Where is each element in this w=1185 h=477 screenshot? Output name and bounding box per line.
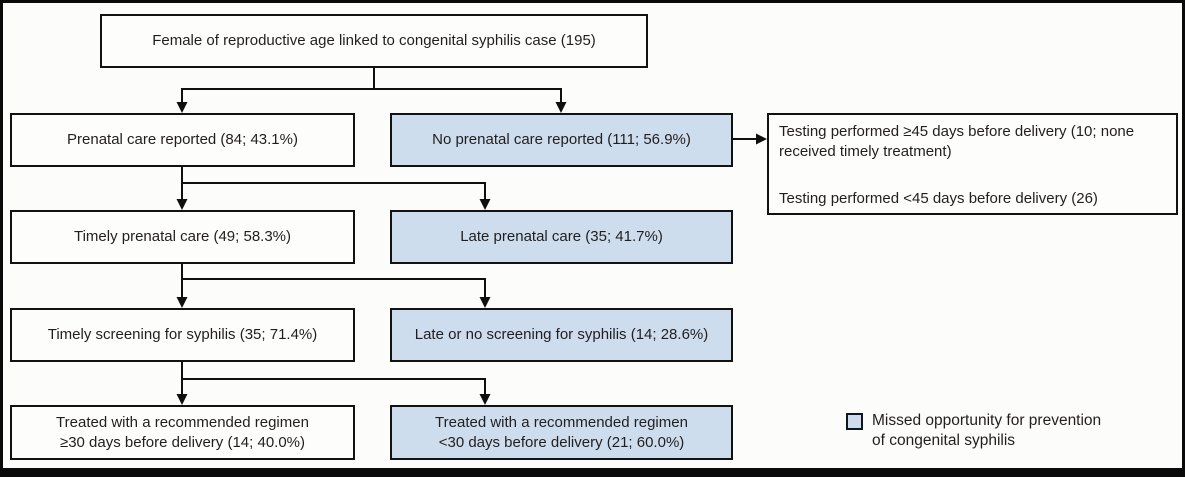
node-label: Prenatal care reported (84; 43.1%) [67,131,298,148]
legend-swatch-icon [846,413,863,430]
node-label-line1: Treated with a recommended regimen [56,413,309,431]
node-treated-timely: Treated with a recommended regimen ≥30 d… [10,405,355,460]
side-note-para1: Testing performed ≥45 days before delive… [779,123,1135,160]
node-label: Timely prenatal care (49; 58.3%) [73,228,292,245]
node-root-label: Female of reproductive age linked to con… [152,32,596,49]
node-prenatal-care-reported: Prenatal care reported (84; 43.1%) [10,113,355,167]
legend-label-line1: Missed opportunity for prevention [872,412,1102,429]
node-no-prenatal-care-reported: No prenatal care reported (111; 56.9%) [390,113,733,167]
node-label-line2: ≥30 days before delivery (14; 40.0%) [59,433,306,451]
node-label: Timely screening for syphilis (35; 71.4%… [47,326,318,343]
node-treated-late: Treated with a recommended regimen <30 d… [390,405,733,460]
node-label-line1: Treated with a recommended regimen [435,413,688,431]
node-late-prenatal-care: Late prenatal care (35; 41.7%) [390,210,733,264]
side-note-para2: Testing performed <45 days before delive… [779,190,1098,207]
node-root: Female of reproductive age linked to con… [100,14,648,68]
legend-label-line2: of congenital syphilis [872,432,1016,449]
node-label: No prenatal care reported (111; 56.9%) [432,131,691,148]
node-timely-prenatal-care: Timely prenatal care (49; 58.3%) [10,210,355,264]
node-label-line2: <30 days before delivery (21; 60.0%) [438,433,685,451]
node-late-or-no-screening: Late or no screening for syphilis (14; 2… [390,308,733,362]
side-note-testing: Testing performed ≥45 days before delive… [767,113,1178,215]
legend-label: Missed opportunity for prevention of con… [872,411,1101,451]
node-timely-screening: Timely screening for syphilis (35; 71.4%… [10,308,355,362]
node-label: Late prenatal care (35; 41.7%) [460,228,663,245]
legend-missed-opportunity: Missed opportunity for prevention of con… [846,411,1101,451]
node-label: Late or no screening for syphilis (14; 2… [414,326,709,343]
